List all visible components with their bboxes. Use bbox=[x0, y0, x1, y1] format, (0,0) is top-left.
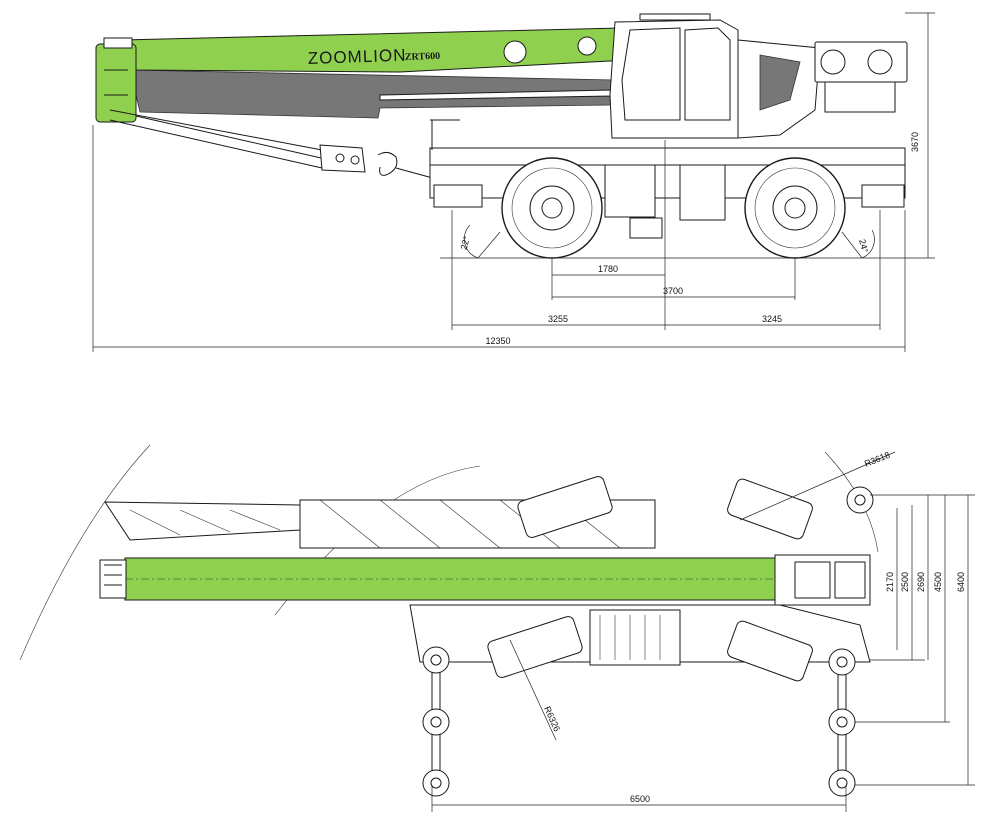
lattice-jib bbox=[104, 501, 301, 541]
width-2500-label: 2500 bbox=[900, 572, 910, 592]
rear-overhang-label: 3245 bbox=[762, 314, 782, 324]
width-2170-label: 2170 bbox=[885, 572, 895, 592]
departure-angle-label: 24° bbox=[857, 238, 870, 254]
tail-swing-leader bbox=[739, 451, 896, 521]
width-2690-label: 2690 bbox=[916, 572, 926, 592]
departure-angle-arc bbox=[861, 229, 875, 259]
wheelbase-label: 3700 bbox=[663, 286, 683, 296]
side-view: ZOOMLION ZRT600 bbox=[92, 12, 935, 352]
brand-name: ZOOMLION bbox=[307, 46, 406, 68]
turning-radius-arc bbox=[19, 444, 151, 661]
hoist-rope bbox=[109, 109, 323, 151]
approach-angle-arc bbox=[463, 224, 479, 259]
span-4500-label: 4500 bbox=[933, 572, 943, 592]
tire-front-left bbox=[487, 616, 583, 678]
overall-height-label: 3670 bbox=[910, 132, 920, 152]
model-name: ZRT600 bbox=[405, 51, 441, 63]
fuel-tank bbox=[604, 164, 656, 218]
winch-drum-icon bbox=[820, 49, 846, 75]
outrigger-box-rear bbox=[861, 184, 905, 208]
span-6400-label: 6400 bbox=[956, 572, 966, 592]
outrigger-pads bbox=[422, 486, 874, 797]
tire-front-right bbox=[517, 476, 613, 538]
boom-sheave-icon bbox=[503, 40, 527, 64]
approach-angle-label: 22° bbox=[459, 235, 472, 251]
overall-length-label: 12350 bbox=[485, 336, 510, 346]
tire-rear-left bbox=[727, 620, 813, 682]
tail-swing-radius-label: R3618 bbox=[863, 450, 891, 469]
front-overhang-label: 3255 bbox=[548, 314, 568, 324]
rear-wheel bbox=[744, 157, 846, 259]
outrigger-box-front bbox=[433, 184, 483, 208]
counterweight-panel bbox=[759, 54, 801, 111]
boom-head-top bbox=[99, 559, 127, 599]
battery-box bbox=[679, 164, 726, 221]
tire-rear-right bbox=[727, 478, 813, 540]
boom-head-sheave bbox=[103, 37, 133, 49]
outrigger-length-label: 6500 bbox=[630, 794, 650, 804]
engine-hood bbox=[589, 609, 681, 666]
turning-radius-label: R6326 bbox=[542, 705, 562, 733]
hook-icon bbox=[377, 151, 398, 176]
cab-top-rail bbox=[639, 13, 711, 21]
turning-radius-leader bbox=[509, 639, 557, 741]
top-view: R3618 R6326 2170 2500 2690 4500 6400 650… bbox=[19, 444, 975, 812]
boom-head bbox=[95, 43, 137, 123]
front-wheel bbox=[501, 157, 603, 259]
cab-window bbox=[621, 27, 681, 121]
center-to-axle-label: 1780 bbox=[598, 264, 618, 274]
